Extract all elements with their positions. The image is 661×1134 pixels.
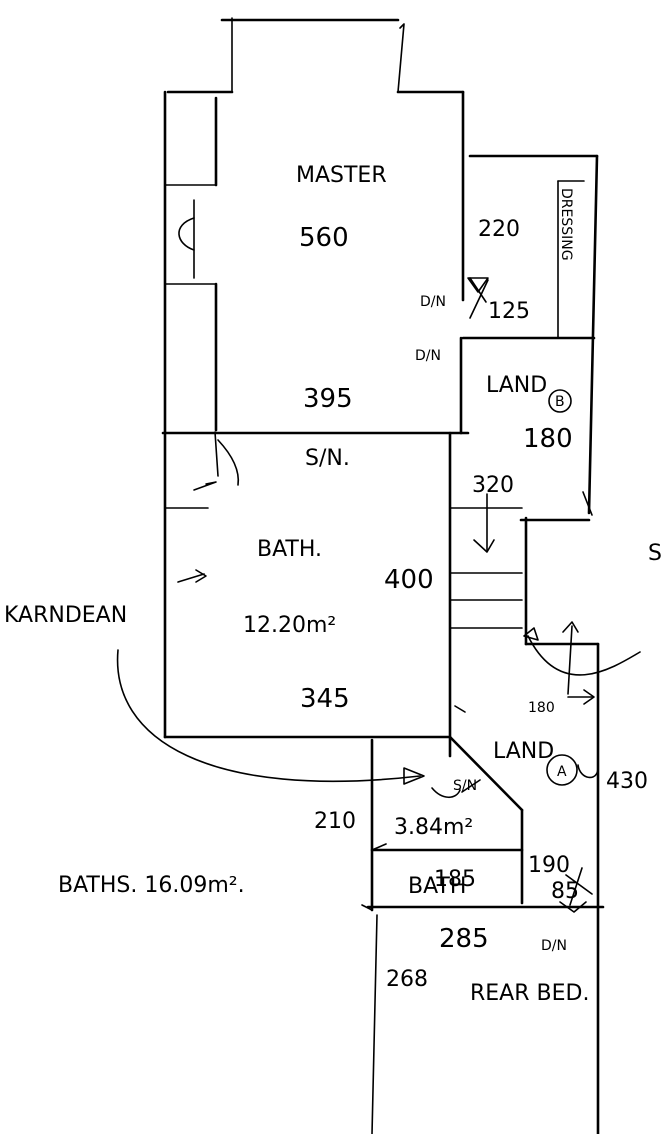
master-walls [161,90,470,435]
karndean-arrow [116,649,425,785]
master-bay-window [166,17,465,94]
stairs-width: 320 [472,473,514,498]
rear-door-note: D/N [541,938,567,954]
bath-main-depth: 400 [384,565,434,595]
master-door-note-2: D/N [415,348,441,364]
landing-a-marker: A [557,764,567,780]
rear-bed-walls [371,914,378,1134]
small-bath-width: 185 [434,867,476,892]
dressing-depth: 220 [478,217,520,242]
baths-total: BATHS. 16.09m². [58,873,245,898]
small-bath-side: 190 [528,853,570,878]
small-bath-area: 3.84m² [394,815,473,840]
bath-door-note: S/N. [305,446,350,471]
small-bath-step: 85 [551,879,579,904]
landing-b-marker: B [555,394,565,410]
marker-a-circle [546,754,578,786]
bath-main-label: BATH. [257,537,322,562]
bath-main-width: 345 [300,684,350,714]
edge-label: S [648,541,661,566]
rear-bed-depth: 268 [386,967,428,992]
main-bath-walls [163,431,452,739]
master-area: 560 [299,223,349,253]
rear-bed-label: REAR BED. [470,981,589,1006]
landing-a-label: LAND [493,739,554,764]
marker-b-circle [548,389,572,413]
small-bath-label: BATH [408,874,466,899]
landing-b-walls [448,336,593,758]
karndean-label: KARNDEAN [4,603,127,628]
dressing-label: DRESSING [558,188,574,261]
small-bath-depth: 210 [314,809,356,834]
small-bath-door-note: S/N [453,778,477,794]
landing-a-walls [361,642,605,1134]
master-width: 395 [303,384,353,414]
master-door-note: D/N [420,294,446,310]
bath-main-area: 12.20m² [243,613,336,638]
master-label: MASTER [296,163,387,188]
landing-b-width: 180 [523,424,573,454]
landing-a-depth: 430 [606,769,648,794]
landing-a-width: 180 [528,700,555,716]
dressing-width: 125 [488,299,530,324]
rear-bed-width: 285 [439,924,489,954]
dressing-room-walls [461,154,599,515]
landing-b-label: LAND [486,373,547,398]
stairs [449,493,641,695]
